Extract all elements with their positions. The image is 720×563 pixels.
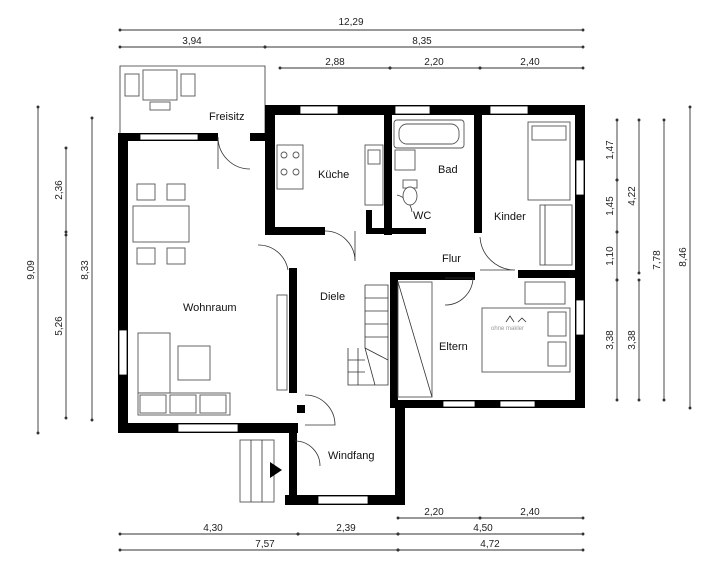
dim-top-right: 8,35 — [412, 36, 432, 47]
dim-bottom-seg2: 2,40 — [520, 507, 540, 518]
room-label-wohnraum: Wohnraum — [183, 302, 237, 314]
dim-left-seg1: 2,36 — [54, 180, 65, 200]
dimension-lines — [36, 28, 692, 552]
dim-top-seg2: 2,20 — [424, 57, 444, 68]
kitchen-counter — [276, 144, 384, 206]
dim-bottom-seg1: 2,20 — [424, 507, 444, 518]
room-label-flur: Flur — [442, 253, 461, 265]
dim-bottom-a: 4,30 — [203, 523, 223, 534]
toilet — [402, 179, 418, 206]
dim-right-seg4: 3,38 — [605, 330, 616, 350]
room-label-windfang: Windfang — [328, 450, 374, 462]
terrace-outline — [119, 65, 266, 135]
entrance-steps — [239, 439, 282, 503]
watermark: ohne makler — [491, 315, 527, 332]
dim-right-col4: 8,46 — [678, 247, 689, 267]
tv-cabinet — [276, 294, 288, 391]
room-label-diele: Diele — [320, 291, 345, 303]
room-labels: Freisitz Küche Bad WC Kinder Flur Wohnra… — [183, 111, 526, 462]
dim-right-seg2: 1,45 — [605, 196, 616, 216]
room-label-bad: Bad — [438, 164, 458, 176]
dim-left-inner: 8,33 — [80, 260, 91, 280]
dim-right-mid1: 4,22 — [627, 186, 638, 206]
watermark-text: ohne makler — [491, 326, 524, 332]
dim-bottom-b: 2,39 — [336, 523, 356, 534]
dim-left-seg2: 5,26 — [54, 316, 65, 336]
dim-bottom-total-left: 7,57 — [255, 539, 275, 550]
entrance-arrow-icon — [270, 462, 282, 478]
room-label-freisitz: Freisitz — [209, 111, 244, 123]
dim-top-total: 12,29 — [338, 17, 363, 28]
room-label-kinder: Kinder — [494, 211, 526, 223]
room-label-kueche: Küche — [318, 169, 349, 181]
sofa — [137, 332, 231, 416]
dim-right-col3: 7,78 — [652, 250, 663, 270]
kinder-bed — [527, 121, 573, 266]
room-label-wc: WC — [413, 210, 431, 222]
dimension-labels: 12,29 3,94 8,35 2,88 2,20 2,40 9,09 8,33… — [26, 17, 689, 550]
dim-top-seg1: 2,88 — [325, 57, 345, 68]
dim-top-seg3: 2,40 — [520, 57, 540, 68]
dim-top-left: 3,94 — [182, 36, 202, 47]
dim-left-outer: 9,09 — [26, 260, 37, 280]
dining-table — [132, 183, 190, 265]
terrace-table-set — [124, 69, 196, 111]
windows — [118, 105, 585, 505]
dim-bottom-c: 4,50 — [473, 523, 493, 534]
room-label-eltern: Eltern — [439, 341, 468, 353]
dim-right-seg3: 1,10 — [605, 246, 616, 266]
dim-right-mid2: 3,38 — [627, 330, 638, 350]
dim-bottom-total-right: 4,72 — [480, 539, 500, 550]
bathtub — [393, 119, 465, 171]
wardrobe — [397, 281, 566, 398]
staircase — [347, 284, 389, 386]
eltern-bed — [481, 307, 571, 373]
dim-right-seg1: 1,47 — [605, 140, 616, 160]
